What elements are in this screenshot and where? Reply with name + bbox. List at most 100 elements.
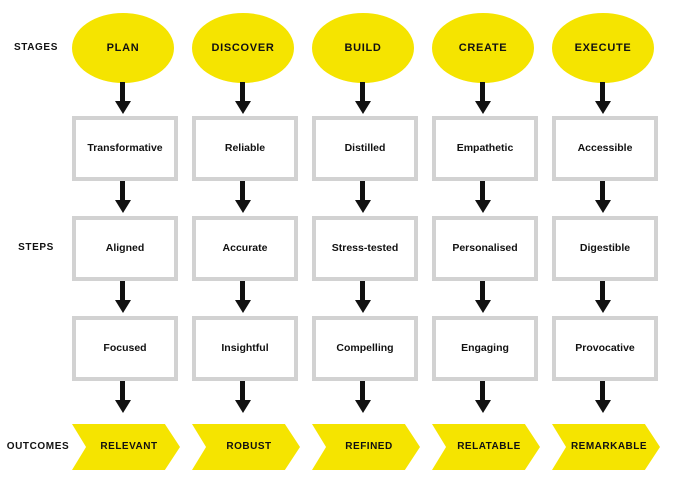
step-box[interactable]: Compelling <box>312 316 418 381</box>
step-box[interactable]: Insightful <box>192 316 298 381</box>
step-label: Engaging <box>461 342 509 355</box>
arrow-head <box>355 101 371 114</box>
step-box[interactable]: Focused <box>72 316 178 381</box>
arrow-down-icon <box>233 82 253 114</box>
arrow-head <box>115 400 131 413</box>
outcome-chevron[interactable]: ROBUST <box>192 424 300 470</box>
stage-node-plan[interactable]: PLAN <box>72 13 174 83</box>
arrow-shaft <box>480 82 485 103</box>
arrow-head <box>235 101 251 114</box>
step-label: Aligned <box>105 242 145 255</box>
arrow-head <box>475 200 491 213</box>
stage-label: CREATE <box>458 41 508 54</box>
arrow-shaft <box>600 281 605 302</box>
stage-node-execute[interactable]: EXECUTE <box>552 13 654 83</box>
step-box[interactable]: Provocative <box>552 316 658 381</box>
step-label: Compelling <box>336 342 394 355</box>
step-box[interactable]: Stress-tested <box>312 216 418 281</box>
arrow-head <box>595 300 611 313</box>
arrow-shaft <box>360 181 365 202</box>
arrow-head <box>475 400 491 413</box>
arrow-shaft <box>360 381 365 402</box>
arrow-head <box>595 200 611 213</box>
stage-label: DISCOVER <box>211 41 275 54</box>
outcome-chevron[interactable]: RELATABLE <box>432 424 540 470</box>
arrow-down-icon <box>473 281 493 313</box>
step-box[interactable]: Accurate <box>192 216 298 281</box>
step-box[interactable]: Reliable <box>192 116 298 181</box>
step-box[interactable]: Transformative <box>72 116 178 181</box>
arrow-shaft <box>120 281 125 302</box>
outcome-label: RELATABLE <box>457 441 521 452</box>
arrow-down-icon <box>233 181 253 213</box>
arrow-head <box>115 200 131 213</box>
outcome-label: ROBUST <box>226 441 272 452</box>
arrow-shaft <box>360 281 365 302</box>
arrow-head <box>235 200 251 213</box>
step-label: Transformative <box>87 142 163 155</box>
step-label: Provocative <box>575 342 635 355</box>
step-box[interactable]: Engaging <box>432 316 538 381</box>
step-label: Focused <box>103 342 147 355</box>
step-box[interactable]: Empathetic <box>432 116 538 181</box>
arrow-head <box>355 300 371 313</box>
arrow-head <box>475 300 491 313</box>
step-box[interactable]: Personalised <box>432 216 538 281</box>
arrow-head <box>595 400 611 413</box>
arrow-head <box>115 101 131 114</box>
stage-node-build[interactable]: BUILD <box>312 13 414 83</box>
row-label-stages: STAGES <box>14 42 58 53</box>
stage-label: BUILD <box>344 41 382 54</box>
step-label: Digestible <box>579 242 631 255</box>
step-label: Empathetic <box>456 142 514 155</box>
arrow-shaft <box>120 82 125 103</box>
arrow-shaft <box>240 181 245 202</box>
arrow-shaft <box>120 181 125 202</box>
step-label: Reliable <box>224 142 266 155</box>
arrow-shaft <box>480 181 485 202</box>
row-label-outcomes: OUTCOMES <box>6 441 70 452</box>
arrow-down-icon <box>473 381 493 413</box>
arrow-head <box>355 400 371 413</box>
arrow-head <box>595 101 611 114</box>
step-label: Accurate <box>222 242 268 255</box>
arrow-down-icon <box>113 381 133 413</box>
arrow-down-icon <box>353 281 373 313</box>
arrow-shaft <box>120 381 125 402</box>
arrow-down-icon <box>593 281 613 313</box>
arrow-shaft <box>240 281 245 302</box>
step-box[interactable]: Digestible <box>552 216 658 281</box>
step-label: Distilled <box>344 142 386 155</box>
outcome-chevron[interactable]: REFINED <box>312 424 420 470</box>
step-label: Insightful <box>221 342 269 355</box>
arrow-down-icon <box>353 381 373 413</box>
arrow-head <box>235 300 251 313</box>
step-label: Stress-tested <box>331 242 399 255</box>
step-box[interactable]: Accessible <box>552 116 658 181</box>
step-box[interactable]: Distilled <box>312 116 418 181</box>
arrow-down-icon <box>233 381 253 413</box>
arrow-down-icon <box>593 82 613 114</box>
step-label: Accessible <box>577 142 633 155</box>
step-box[interactable]: Aligned <box>72 216 178 281</box>
outcome-label: REFINED <box>345 441 393 452</box>
arrow-shaft <box>600 381 605 402</box>
stage-label: EXECUTE <box>574 41 632 54</box>
arrow-shaft <box>360 82 365 103</box>
arrow-head <box>355 200 371 213</box>
arrow-down-icon <box>593 181 613 213</box>
step-label: Personalised <box>452 242 518 255</box>
stage-node-discover[interactable]: DISCOVER <box>192 13 294 83</box>
arrow-down-icon <box>113 82 133 114</box>
stage-node-create[interactable]: CREATE <box>432 13 534 83</box>
outcome-label: RELEVANT <box>100 441 158 452</box>
outcome-chevron[interactable]: REMARKABLE <box>552 424 660 470</box>
arrow-down-icon <box>233 281 253 313</box>
outcome-chevron[interactable]: RELEVANT <box>72 424 180 470</box>
arrow-down-icon <box>113 281 133 313</box>
stage-label: PLAN <box>106 41 140 54</box>
row-label-steps: STEPS <box>18 242 54 253</box>
arrow-head <box>115 300 131 313</box>
arrow-head <box>235 400 251 413</box>
